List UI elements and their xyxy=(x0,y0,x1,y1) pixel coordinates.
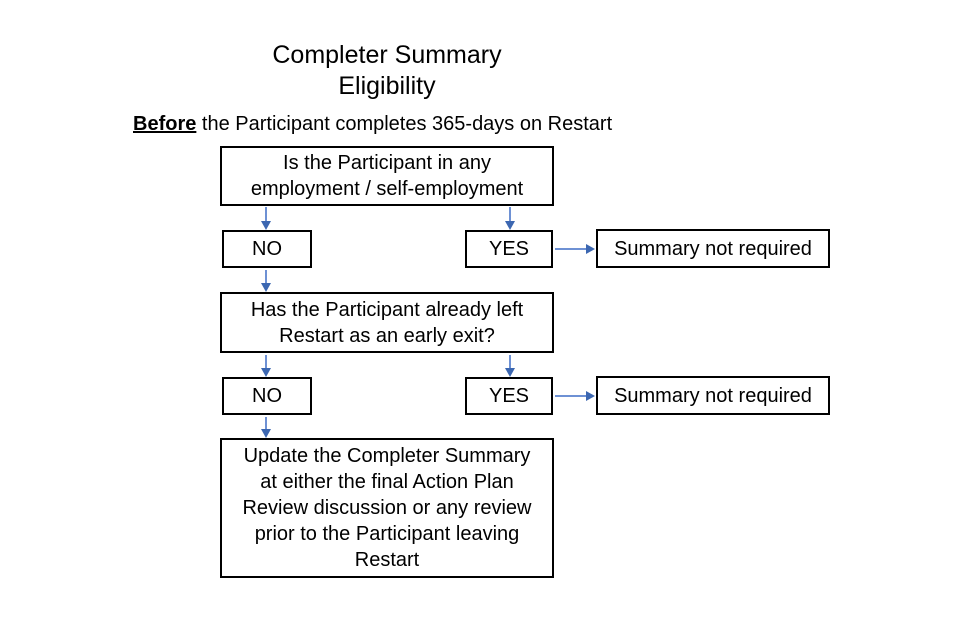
subtitle: Before the Participant completes 365-day… xyxy=(133,111,612,137)
connector-no2-final-arrowhead-icon xyxy=(261,429,271,438)
final-action-box: Update the Completer Summary at either t… xyxy=(220,438,554,578)
subtitle-text: the Participant completes 365-days on Re… xyxy=(196,113,613,135)
yes2-box: YES xyxy=(465,377,553,415)
connector-yes1-summary1-arrowhead-icon xyxy=(586,244,595,254)
summary2-box: Summary not required xyxy=(596,376,830,415)
connector-q1-no1-arrowhead-icon xyxy=(261,221,271,230)
connector-q2-yes2-arrowhead-icon xyxy=(505,368,515,377)
question1-box: Is the Participant in any employment / s… xyxy=(220,146,554,206)
page-title: Completer Summary Eligibility xyxy=(272,41,502,100)
no2-box: NO xyxy=(222,377,312,415)
no1-box: NO xyxy=(222,230,312,268)
connector-no1-q2-arrowhead-icon xyxy=(261,283,271,292)
connector-q2-no2-arrowhead-icon xyxy=(261,368,271,377)
connector-yes2-summary2-arrowhead-icon xyxy=(586,391,595,401)
question2-box: Has the Participant already left Restart… xyxy=(220,292,554,353)
yes1-box: YES xyxy=(465,230,553,268)
connector-q1-yes1-arrowhead-icon xyxy=(505,221,515,230)
summary1-box: Summary not required xyxy=(596,229,830,268)
subtitle-emphasis: Before xyxy=(133,113,197,135)
